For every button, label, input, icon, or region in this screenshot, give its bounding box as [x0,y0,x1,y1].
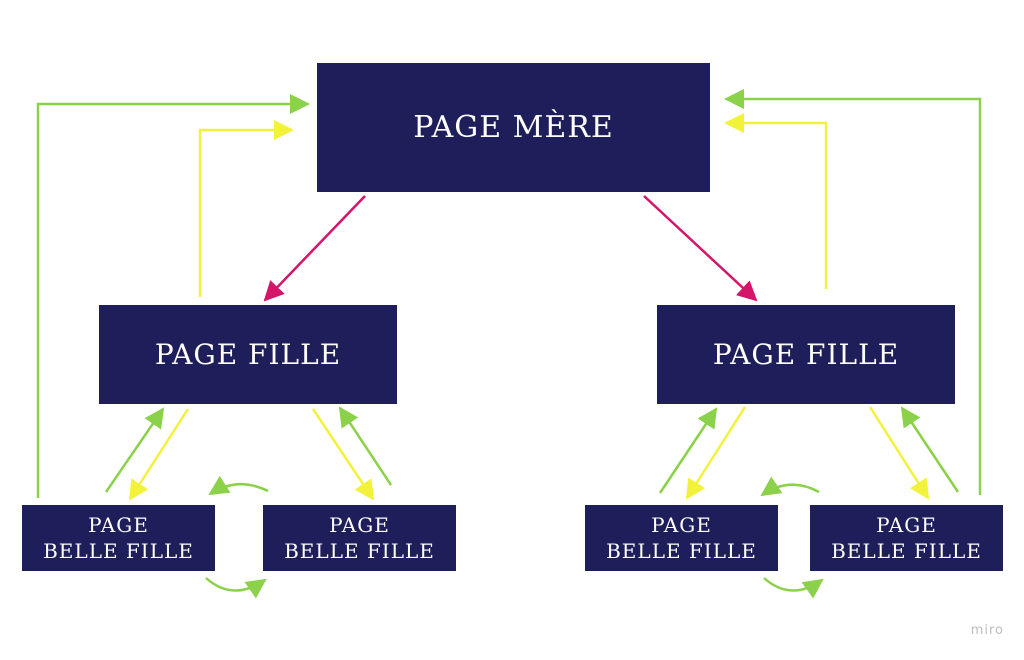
node-page-mere-label: PAGE MÈRE [413,110,614,145]
node-page-belle-fille-1-label: PAGE BELLE FILLE [43,513,194,563]
node-page-fille-right: PAGE FILLE [657,305,955,404]
arrow-belle-fille-2-to-fille-left [338,406,393,486]
node-page-belle-fille-2: PAGE BELLE FILLE [263,505,456,571]
node-page-belle-fille-2-label: PAGE BELLE FILLE [284,513,435,563]
node-page-mere: PAGE MÈRE [317,63,710,192]
arrow-fille-left-to-belle-fille-2 [311,408,375,501]
node-page-fille-left-label: PAGE FILLE [154,338,342,371]
arrow-belle-fille-2-to-belle-fille-1 [208,475,269,496]
arrow-fille-left-to-belle-fille-1 [128,408,190,501]
arrow-belle-fille-4-to-belle-fille-3 [760,476,820,497]
arrow-belle-fille-1-to-belle-fille-2 [205,577,267,599]
arrow-fille-left-to-mere [198,120,294,297]
arrow-fille-right-to-mere [724,113,828,289]
arrow-belle-fille-3-to-belle-fille-4 [763,577,824,599]
arrow-belle-fille-1-to-mere [36,94,310,498]
arrow-fille-right-to-belle-fille-4 [868,406,930,500]
arrow-mere-to-fille-right [643,195,758,302]
miro-watermark: miro [970,623,1004,638]
node-page-fille-left: PAGE FILLE [99,305,397,404]
arrow-belle-fille-3-to-fille-right [658,407,718,494]
arrow-fille-right-to-belle-fille-3 [685,406,747,500]
arrow-belle-fille-1-to-fille-left [104,407,165,493]
arrow-belle-fille-4-to-mere [724,89,982,495]
node-page-belle-fille-3: PAGE BELLE FILLE [585,505,778,571]
arrow-belle-fille-4-to-fille-right [900,406,960,493]
node-page-belle-fille-1: PAGE BELLE FILLE [22,505,215,571]
node-page-belle-fille-3-label: PAGE BELLE FILLE [606,513,757,563]
node-page-belle-fille-4-label: PAGE BELLE FILLE [831,513,982,563]
node-page-fille-right-label: PAGE FILLE [712,338,900,371]
arrow-mere-to-fille-left [263,195,366,302]
node-page-belle-fille-4: PAGE BELLE FILLE [810,505,1003,571]
